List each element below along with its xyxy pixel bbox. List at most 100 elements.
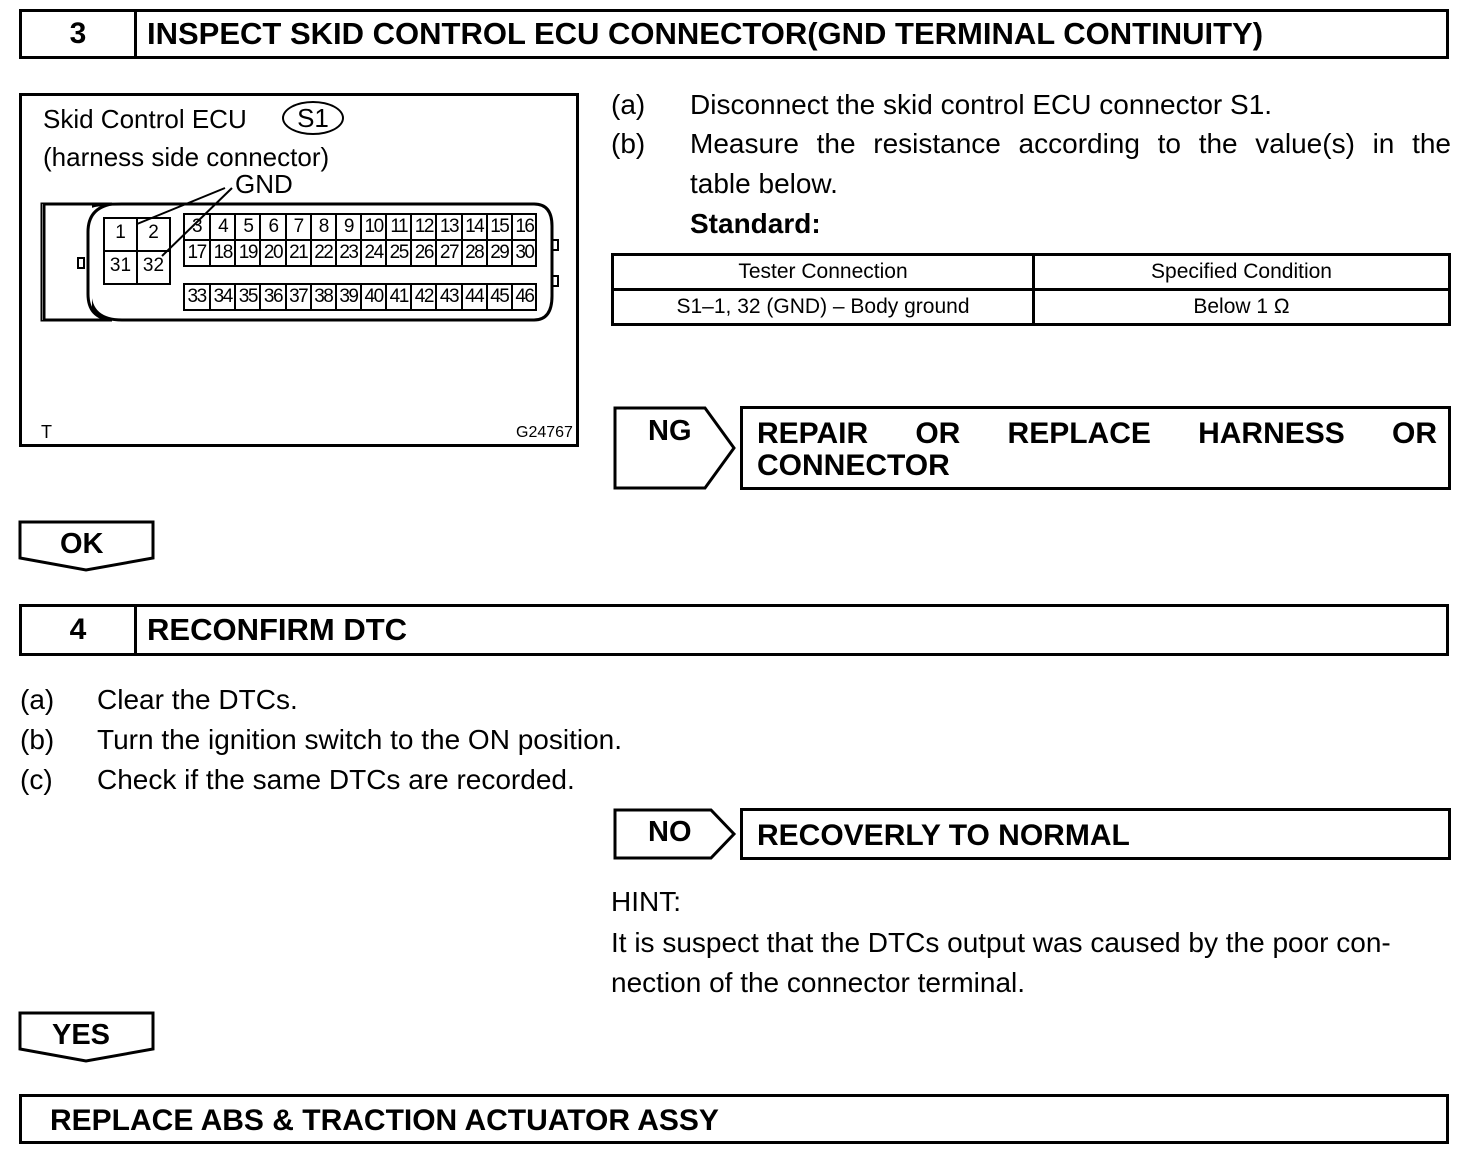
pin-label: 19 — [234, 240, 259, 266]
yes-label: YES — [52, 1019, 111, 1051]
step-4-header: 4 RECONFIRM DTC — [19, 604, 1449, 656]
pin-label: 10 — [360, 214, 385, 240]
pin-label: 44 — [460, 284, 486, 310]
instruction-text-continued: table below. — [690, 168, 838, 199]
pin-label: 27 — [435, 240, 460, 266]
result-word: REPAIR — [757, 417, 869, 450]
figure-code: G24767 — [516, 424, 573, 441]
pin-label: 7 — [284, 214, 310, 240]
table-header: Tester Connection — [611, 253, 1035, 291]
no-label: NO — [648, 816, 692, 848]
pin-label: 40 — [360, 284, 385, 310]
pin-label: 6 — [259, 214, 284, 240]
left-pin-block: 1 2 31 32 — [104, 218, 170, 284]
instruction-label: (a) — [20, 684, 55, 715]
pin-label: 43 — [435, 284, 460, 310]
no-branch-tag: NO — [613, 808, 737, 860]
pin-label: 22 — [309, 240, 335, 266]
instruction-label: (c) — [20, 764, 53, 795]
pin-label: 45 — [485, 284, 511, 310]
standard-label: Standard: — [690, 208, 821, 239]
step-number: 4 — [22, 607, 137, 653]
final-action-box: REPLACE ABS & TRACTION ACTUATOR ASSY — [19, 1094, 1449, 1144]
pin-label: 4 — [209, 214, 234, 240]
ok-branch-tag: OK — [18, 520, 156, 572]
pin-label: 25 — [385, 240, 410, 266]
pin-label: 42 — [410, 284, 435, 310]
pin-label: 23 — [334, 240, 360, 266]
hint-text-continued: nection of the connector terminal. — [611, 967, 1026, 998]
specification-table: Tester Connection Specified Condition S1… — [611, 253, 1451, 326]
ok-label: OK — [60, 528, 104, 560]
instruction-label: (b) — [20, 724, 55, 755]
pin-label: 33 — [187, 286, 208, 307]
instruction-label: (a) — [611, 89, 646, 120]
result-word: OR — [1392, 417, 1437, 450]
pin-label: 12 — [410, 214, 435, 240]
ng-result-line-2: CONNECTOR — [757, 449, 950, 482]
step-title: RECONFIRM DTC — [147, 612, 408, 647]
pin-label: 21 — [284, 240, 310, 266]
result-word: REPLACE — [1007, 417, 1151, 450]
pin-label: 8 — [309, 214, 335, 240]
arrow-tag-shape — [18, 1011, 155, 1063]
pin-label: 34 — [209, 284, 234, 310]
pin-label: 26 — [410, 240, 435, 266]
pin-label: 2 — [148, 222, 159, 243]
hint-label: HINT: — [611, 886, 681, 917]
instruction-text: Turn the ignition switch to the ON posit… — [97, 724, 622, 755]
pin-label: 9 — [334, 214, 360, 240]
no-result-text: RECOVERLY TO NORMAL — [757, 819, 1130, 852]
pin-label: 20 — [259, 240, 284, 266]
instruction-text: Disconnect the skid control ECU connecto… — [690, 89, 1273, 120]
pin-label: 1 — [115, 222, 126, 243]
figure-subtitle: (harness side connector) — [43, 142, 330, 172]
instruction-label: (b) — [611, 128, 646, 159]
arrow-tag-shape — [613, 406, 736, 490]
pin-label: 46 — [510, 284, 536, 310]
arrow-tag-shape — [613, 808, 737, 860]
ng-result-line-1: REPAIR OR REPLACE HARNESS OR — [757, 417, 1437, 451]
instruction-text: Clear the DTCs. — [97, 684, 298, 715]
pin-label: 17 — [187, 242, 208, 263]
pin-label: 5 — [234, 214, 259, 240]
yes-branch-tag: YES — [18, 1011, 156, 1063]
pin-label: 41 — [385, 284, 410, 310]
result-word: OR — [915, 417, 961, 450]
step-3-header: 3 INSPECT SKID CONTROL ECU CONNECTOR(GND… — [19, 9, 1449, 59]
gnd-label: GND — [235, 169, 293, 199]
pin-label: 29 — [485, 240, 511, 266]
pin-label: 15 — [485, 214, 511, 240]
pin-label: 38 — [309, 284, 335, 310]
pin-label: 28 — [460, 240, 486, 266]
pin-label: 30 — [510, 240, 536, 266]
table-header: Specified Condition — [1032, 253, 1451, 291]
figure-corner-mark: T — [41, 422, 52, 442]
connector-figure: Skid Control ECU S1 (harness side connec… — [19, 93, 579, 447]
pin-label: 35 — [234, 284, 259, 310]
step-number: 3 — [22, 12, 137, 56]
pin-label: 14 — [460, 214, 486, 240]
table-cell: Below 1 Ω — [1032, 288, 1451, 326]
hint-text: It is suspect that the DTCs output was c… — [611, 927, 1391, 958]
figure-title: Skid Control ECU — [43, 104, 247, 134]
pin-label: 24 — [360, 240, 385, 266]
ng-label: NG — [648, 415, 692, 447]
arrow-tag-shape — [18, 520, 155, 572]
instruction-text: Check if the same DTCs are recorded. — [97, 764, 575, 795]
table-cell: S1–1, 32 (GND) – Body ground — [611, 288, 1035, 326]
ng-result-box: REPAIR OR REPLACE HARNESS OR CONNECTOR — [740, 406, 1451, 490]
pin-label: 31 — [109, 255, 132, 276]
final-action-text: REPLACE ABS & TRACTION ACTUATOR ASSY — [50, 1104, 719, 1137]
no-result-box: RECOVERLY TO NORMAL — [740, 808, 1451, 860]
pin-label: 16 — [510, 214, 536, 240]
pin-label: 37 — [284, 284, 310, 310]
instruction-text: Measure the resistance according to the … — [690, 128, 1451, 159]
connector-id-badge: S1 — [282, 101, 344, 135]
pin-label: 3 — [192, 216, 203, 237]
pin-label: 36 — [259, 284, 284, 310]
ng-branch-tag: NG — [613, 406, 737, 490]
pin-label: 18 — [209, 240, 234, 266]
